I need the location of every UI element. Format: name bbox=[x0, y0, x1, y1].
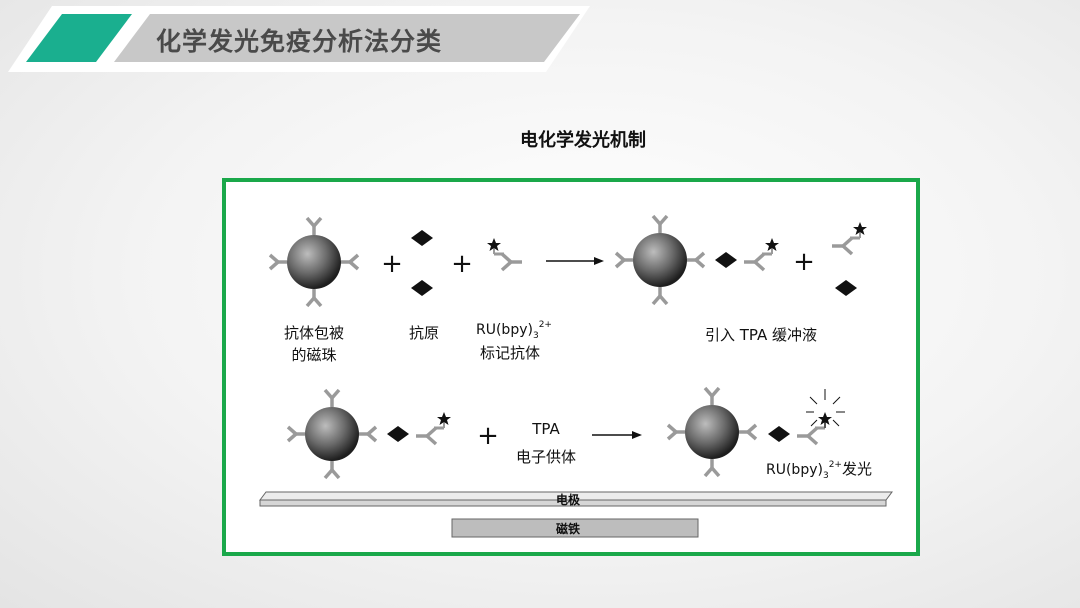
antigen-icon-1 bbox=[411, 230, 433, 246]
labeled-antibody-icon-1 bbox=[485, 236, 524, 272]
plus-sign-2: + bbox=[451, 249, 473, 279]
light-emission-icon bbox=[806, 389, 845, 428]
diagram-title: 电化学发光机制 bbox=[520, 130, 646, 150]
label-tpa-buffer: 引入 TPA 缓冲液 bbox=[705, 326, 817, 344]
label-tpa: TPA bbox=[531, 420, 560, 438]
accent-parallelogram bbox=[26, 14, 132, 62]
labeled-antibody-bound-2 bbox=[414, 410, 453, 446]
plus-sign-3: + bbox=[793, 247, 815, 277]
magnet-bar bbox=[451, 518, 699, 538]
antigen-icon-2 bbox=[411, 280, 433, 296]
bead-with-complex-1 bbox=[616, 216, 704, 304]
label-labeled-antibody: 标记抗体 bbox=[480, 344, 540, 362]
label-bead-line1: 抗体包被 bbox=[284, 324, 344, 342]
plus-sign-1: + bbox=[381, 249, 403, 279]
header-banner bbox=[8, 6, 590, 72]
label-ru-complex: RU(bpy)32+ bbox=[476, 320, 552, 341]
plus-sign-4: + bbox=[477, 421, 499, 451]
labeled-antibody-bound-3 bbox=[795, 410, 834, 446]
electrode-bar bbox=[259, 491, 893, 507]
label-electron-donor: 电子供体 bbox=[516, 448, 576, 466]
antibody-coated-bead-1 bbox=[270, 218, 358, 306]
arrow-1 bbox=[546, 257, 604, 265]
arrow-2 bbox=[592, 431, 642, 439]
label-emission: RU(bpy)32+发光 bbox=[766, 460, 872, 481]
antigen-bound-1 bbox=[715, 252, 737, 268]
antigen-bound-2 bbox=[387, 426, 409, 442]
label-bead-line2: 的磁珠 bbox=[291, 346, 336, 364]
labeled-antibody-icon-2 bbox=[830, 220, 869, 256]
label-electrode: 电极 bbox=[556, 492, 581, 507]
antigen-bound-3 bbox=[768, 426, 790, 442]
label-magnet: 磁铁 bbox=[555, 521, 580, 536]
bead-with-complex-3 bbox=[668, 388, 756, 476]
antigen-icon-3 bbox=[835, 280, 857, 296]
diagram-frame: + + + 抗体包被 的磁珠 抗原 RU(bpy)32+ 标记抗体 引入 TPA… bbox=[222, 178, 920, 556]
labeled-antibody-bound-1 bbox=[742, 236, 781, 272]
label-antigen: 抗原 bbox=[409, 324, 439, 342]
ecl-mechanism-diagram: + + + 抗体包被 的磁珠 抗原 RU(bpy)32+ 标记抗体 引入 TPA… bbox=[259, 182, 893, 538]
page-title: 化学发光免疫分析法分类 bbox=[156, 28, 443, 56]
bead-with-complex-2 bbox=[288, 390, 376, 478]
